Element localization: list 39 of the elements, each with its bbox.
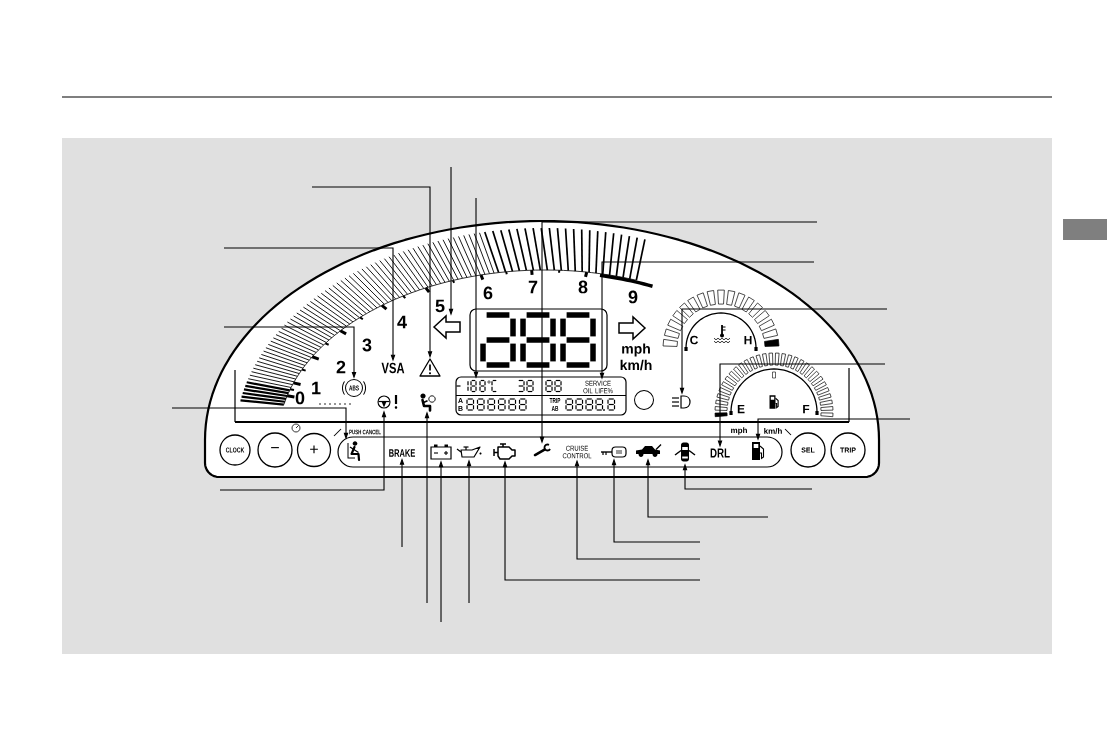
minus-button: − [257, 432, 293, 468]
scale-number: 8 [578, 280, 588, 294]
gauge-letter: C [690, 335, 698, 345]
lcd-panel [455, 376, 627, 416]
oil-can-icon [456, 446, 482, 458]
temperature-readout [455, 379, 497, 393]
indicator-label: VSA [381, 362, 405, 374]
car-doors-icon [674, 442, 696, 462]
headlight-icon [671, 395, 691, 409]
gauge-letter: F [803, 404, 810, 414]
indicator-label: BRAKE [389, 449, 415, 457]
plus-button: + [296, 432, 332, 468]
gauge-letter: E [737, 404, 745, 414]
airbag-icon [420, 393, 436, 412]
key-icon [600, 446, 627, 458]
steering-warning-icon [377, 395, 398, 409]
car-icon [636, 443, 662, 457]
indicator-label: DRL [710, 448, 730, 458]
unit-label: mph [731, 427, 747, 435]
seatbelt-icon [347, 441, 361, 462]
scale-number: 3 [362, 338, 372, 352]
warning-triangle-icon [419, 358, 441, 377]
indicator-circle [634, 390, 654, 410]
scale-number: 6 [483, 286, 493, 300]
unit-label: km/h [764, 428, 782, 434]
engine-icon [493, 443, 516, 460]
indicator-strip [337, 436, 783, 468]
scale-number: 5 [435, 299, 445, 313]
unit-label: mph [622, 343, 650, 357]
wrench-icon [533, 443, 551, 457]
scale-number: 2 [336, 360, 346, 374]
battery-icon [430, 444, 452, 460]
gauge-letter: H [744, 335, 752, 345]
scale-number: 1 [312, 381, 321, 395]
fuel-pump-icon [752, 442, 765, 460]
scale-number: 7 [528, 280, 538, 294]
scale-number: 0 [295, 391, 305, 405]
unit-label: km/h [620, 359, 652, 371]
scale-number: 4 [397, 315, 407, 329]
